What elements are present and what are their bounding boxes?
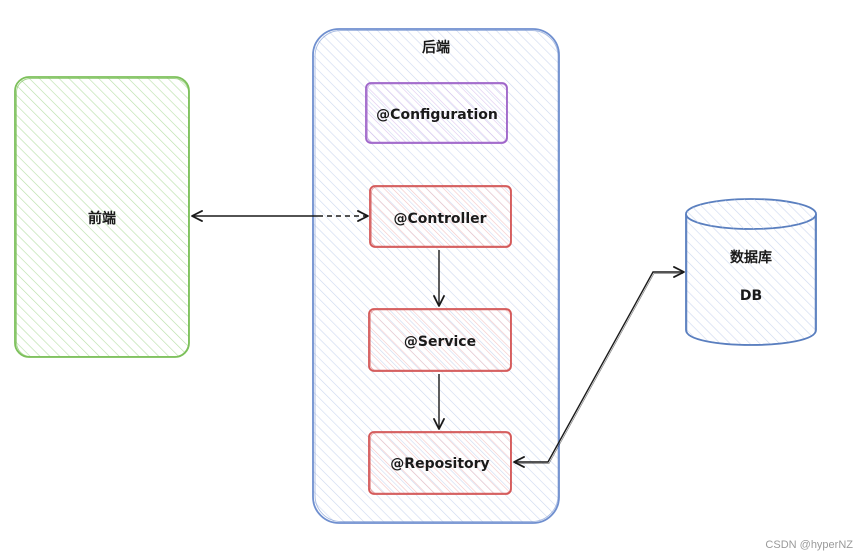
service-box: @Service (368, 308, 512, 372)
configuration-label: @Configuration (376, 107, 498, 123)
backend-label: 后端 (422, 39, 450, 56)
frontend-label: 前端 (88, 210, 116, 227)
frontend-box: 前端 (14, 76, 190, 358)
database-sublabel: DB (740, 288, 762, 304)
controller-label: @Controller (393, 211, 486, 227)
repository-box: @Repository (368, 431, 512, 495)
database-cylinder: 数据库 DB (685, 198, 817, 346)
controller-box: @Controller (369, 185, 512, 248)
configuration-box: @Configuration (365, 82, 508, 144)
database-label: 数据库 (730, 249, 772, 266)
watermark: CSDN @hyperNZ (765, 539, 853, 551)
repository-database-arrow (513, 266, 685, 468)
service-label: @Service (404, 334, 476, 350)
repository-label: @Repository (390, 456, 489, 472)
